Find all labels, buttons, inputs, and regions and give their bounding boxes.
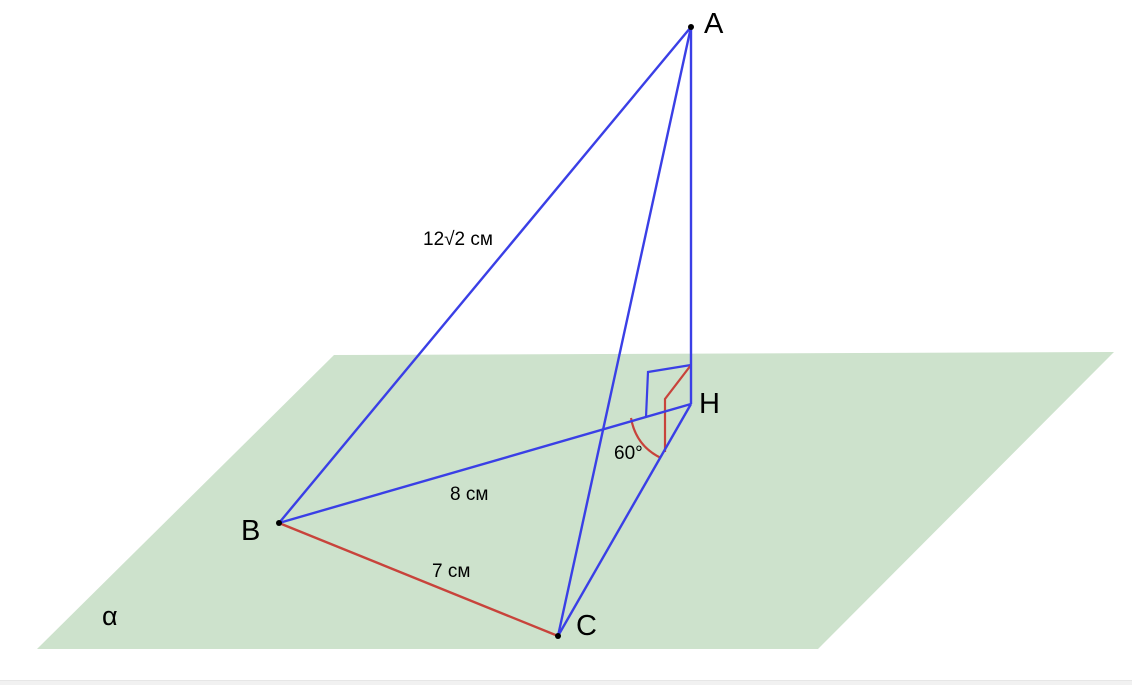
point-a [688, 24, 694, 30]
label-length-ab: 12√2 см [423, 229, 493, 250]
plane-alpha [37, 352, 1114, 649]
right-angle-marker-ah-hc [663, 364, 692, 452]
label-plane-alpha: α [102, 601, 118, 631]
label-point-b: B [241, 515, 260, 547]
bottom-divider [0, 680, 1132, 685]
label-point-a: A [704, 8, 724, 40]
label-length-bc: 7 см [432, 561, 470, 582]
edge-hc [556, 403, 693, 637]
point-c [555, 633, 561, 639]
edge-bc [278, 521, 559, 638]
label-angle-60: 60° [614, 443, 643, 464]
edge-ab [278, 26, 692, 524]
label-point-h: H [699, 388, 720, 420]
label-length-bh: 8 см [450, 484, 488, 505]
point-b [276, 520, 282, 526]
right-angle-marker-ah-bh [644, 363, 692, 418]
label-point-c: C [576, 610, 597, 642]
angle-arc-60 [629, 417, 662, 459]
edge-ac [556, 26, 693, 637]
edge-bh [278, 402, 692, 525]
